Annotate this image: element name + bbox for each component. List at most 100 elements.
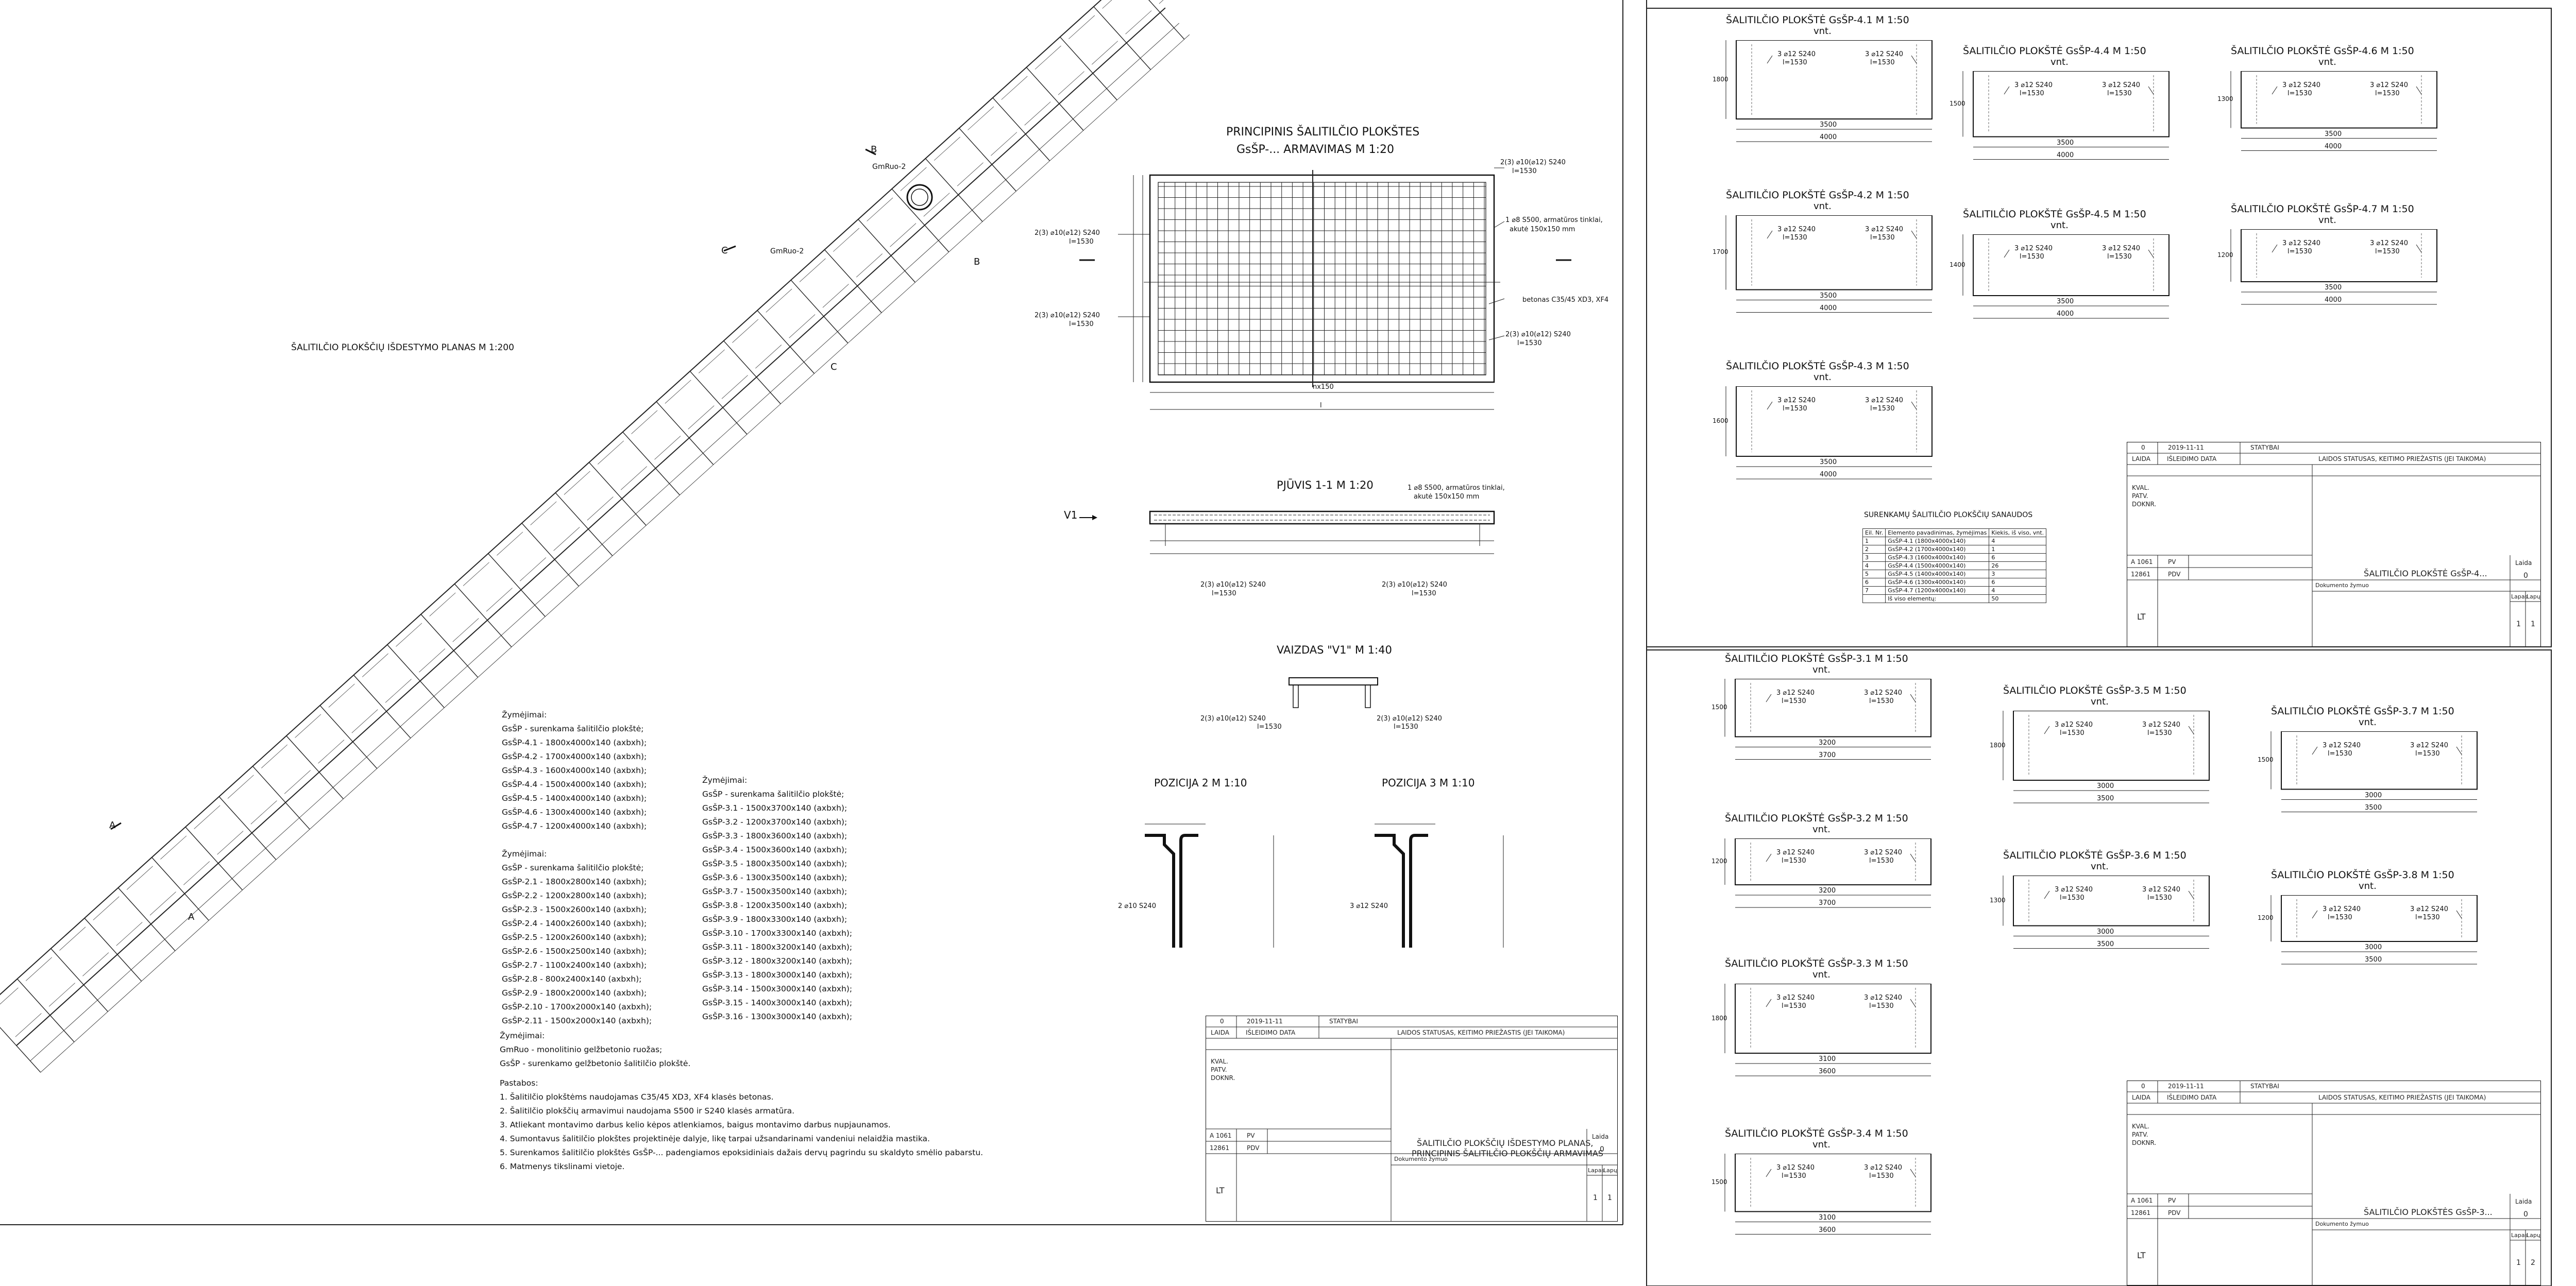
legend-line: GsŠP-3.4 - 1500x3600x140 (axbxh); — [702, 845, 848, 854]
panel-title: ŠALITILČIO PLOKŠTĖ GsŠP-4.4 M 1:50 — [1963, 45, 2146, 57]
qty-cell: GsŠP-4.6 (1300x4000x140) — [1885, 578, 1990, 587]
tb-patv: PATV. — [2132, 1131, 2148, 1138]
tb-laida-val: 0 — [2523, 572, 2528, 580]
qty-cell: 2 — [1862, 545, 1886, 554]
legend-group-4: Žymėjimai: GsŠP - surenkama šalitilčio p… — [502, 708, 647, 833]
view-mark-v1: V1 — [1064, 509, 1078, 521]
qty-cell: 6 — [1989, 578, 2047, 587]
panel-rebar-length: l=1530 — [1870, 59, 1895, 66]
rebar-callout-1: 2(3) ⌀10(⌀12) S240 — [1500, 159, 1566, 166]
panel-rebar-label: 3 ⌀12 S240 — [1865, 226, 1903, 233]
legend-line: GsŠP - surenkama šalitilčio plokštė; — [702, 790, 844, 799]
panel-rebar-length: l=1530 — [2415, 750, 2440, 758]
panel-total-dim: 4000 — [2325, 296, 2342, 304]
rebar-callout-4: 2(3) ⌀10(⌀12) S240 — [1035, 312, 1100, 319]
qty-cell — [1862, 594, 1886, 603]
view-callout-a2: l=1530 — [1257, 723, 1282, 731]
panel-total-dim: 4000 — [2057, 310, 2074, 318]
rebar-title-1: PRINCIPINIS ŠALITILČIO PLOKŠTES — [1226, 126, 1420, 139]
qty-row: Iš viso elementų:50 — [1862, 594, 2047, 603]
panel-rebar-label: 3 ⌀12 S240 — [2142, 886, 2180, 894]
tb-r1: A 1061 — [2131, 1197, 2153, 1204]
section-callout-bar-b: 2(3) ⌀10(⌀12) S240 — [1382, 581, 1447, 589]
panel-rebar-length: l=1530 — [2060, 729, 2084, 737]
panel-total-dim: 4000 — [2057, 151, 2074, 159]
tb-dokn: DOKNR. — [2132, 1139, 2157, 1146]
tb-status: STATYBAI — [1329, 1018, 1358, 1025]
rebar-callout-3b: l=1530 — [1069, 238, 1094, 246]
legend-line: GsŠP - surenkama šalitilčio plokštė; — [502, 724, 644, 733]
qty-cell: GsŠP-4.7 (1200x4000x140) — [1885, 586, 1990, 595]
panel-total-dim: 4000 — [1820, 304, 1837, 312]
legend-line: GsŠP-3.8 - 1200x3500x140 (axbxh); — [702, 901, 848, 910]
qty-cell: GsŠP-4.2 (1700x4000x140) — [1885, 545, 1990, 554]
panel-width-dim: 3500 — [2057, 298, 2074, 305]
legend-line: GsŠP-4.3 - 1600x4000x140 (axbxh); — [502, 766, 647, 775]
tb-lapas-label: Lapas — [1588, 1167, 1605, 1174]
pos2-title: POZICIJA 2 M 1:10 — [1154, 777, 1247, 789]
tb-lapu-label: Lapų — [1603, 1167, 1617, 1174]
panel-rebar-length: l=1530 — [2375, 248, 2400, 255]
view-callout-a: 2(3) ⌀10(⌀12) S240 — [1200, 715, 1266, 723]
section-mark-b1: B — [871, 144, 877, 155]
tb-r1b: PV — [1247, 1132, 1255, 1139]
panel-outline — [1962, 71, 2170, 160]
panel-title: ŠALITILČIO PLOKŠTĖ GsŠP-4.1 M 1:50 — [1726, 14, 1909, 26]
panel-rebar-label: 3 ⌀12 S240 — [1776, 1164, 1815, 1172]
panel-rebar-label: 3 ⌀12 S240 — [2370, 81, 2408, 89]
qty-cell: 7 — [1862, 586, 1886, 595]
view-callout-b: 2(3) ⌀10(⌀12) S240 — [1377, 715, 1442, 723]
title-block-grid — [1206, 1016, 1618, 1222]
panel-rebar-length: l=1530 — [2287, 90, 2312, 97]
panel-rebar-label: 3 ⌀12 S240 — [2370, 239, 2408, 247]
tb-title: ŠALITILČIO PLOKŠTĖ GsŠP-4... — [2364, 569, 2487, 578]
panel-title: ŠALITILČIO PLOKŠTĖ GsŠP-3.1 M 1:50 — [1725, 653, 1908, 664]
qty-cell: 4 — [1989, 586, 2047, 595]
pos2-label: 2 ⌀10 S240 — [1118, 902, 1156, 910]
rebar-dim-l: l — [1320, 402, 1322, 409]
tb-kval: KVAL. — [2132, 1123, 2150, 1130]
tb-lapu-lbl: Lapų — [2527, 1232, 2540, 1239]
tb-title-2: PRINCIPINIS ŠALITILČIO PLOKŠČIŲ ARMAVIMA… — [1412, 1148, 1603, 1158]
panel-rebar-length: l=1530 — [2328, 750, 2352, 758]
tb-kval: KVAL. — [1211, 1058, 1229, 1065]
tb-lapas-val: 1 — [2516, 1259, 2521, 1267]
tb-r1: A 1061 — [1210, 1132, 1232, 1139]
tb-lt: LT — [1216, 1186, 1225, 1195]
rebar-callout-mesh: 1 ⌀8 S500, armatūros tinklai, — [1505, 216, 1603, 224]
panel-rebar-length: l=1530 — [1869, 857, 1894, 865]
legend-line: GsŠP - surenkama šalitilčio plokštė; — [502, 863, 644, 872]
panel-width-dim: 3200 — [1819, 887, 1836, 895]
section-title: PJŪVIS 1-1 M 1:20 — [1277, 479, 1374, 491]
panel-rebar-length: l=1530 — [2060, 894, 2084, 902]
panel-rebar-label: 3 ⌀12 S240 — [2102, 81, 2140, 89]
panel-title: ŠALITILČIO PLOKŠTĖ GsŠP-3.6 M 1:50 — [2003, 850, 2187, 861]
panel-total-dim: 3500 — [2097, 795, 2114, 802]
legend-line: GsŠP-3.15 - 1400x3000x140 (axbxh); — [702, 998, 853, 1007]
panel-width-dim: 3200 — [1819, 739, 1836, 747]
tb-issue-desc: LAIDOS STATUSAS, KEITIMO PRIEŽASTIS (JEI… — [2318, 455, 2486, 462]
rebar-title-2: GsŠP-... ARMAVIMAS M 1:20 — [1236, 143, 1395, 156]
legend-line: GsŠP-4.5 - 1400x4000x140 (axbxh); — [502, 794, 647, 803]
panel-rebar-label: 3 ⌀12 S240 — [2410, 905, 2448, 913]
legend-line: GsŠP-3.13 - 1800x3000x140 (axbxh); — [702, 970, 853, 980]
section-mark-a1: A — [109, 820, 116, 831]
legend-line: GsŠP-3.1 - 1500x3700x140 (axbxh); — [702, 803, 848, 813]
panel-rebar-label: 3 ⌀12 S240 — [1864, 689, 1902, 697]
panel-rebar-length: l=1530 — [2375, 90, 2400, 97]
legend-line: GsŠP-4.1 - 1800x4000x140 (axbxh); — [502, 738, 647, 747]
tb-issue-desc: LAIDOS STATUSAS, KEITIMO PRIEŽASTIS (JEI… — [1397, 1029, 1565, 1036]
panel-rebar-label: 3 ⌀12 S240 — [2142, 721, 2180, 729]
panel-rebar-label: 3 ⌀12 S240 — [1864, 1164, 1902, 1172]
panel-height-dim: 1600 — [1713, 417, 1728, 424]
panel-rebar-label: 3 ⌀12 S240 — [1865, 397, 1903, 404]
panel-rebar-length: l=1530 — [2107, 253, 2132, 261]
tb-dokn: DOKNR. — [2132, 501, 2157, 508]
tb-patv: PATV. — [2132, 492, 2148, 500]
tb-doc-lbl: Dokumento žymuo — [2315, 1221, 2369, 1227]
panel-rebar-label: 3 ⌀12 S240 — [2282, 239, 2320, 247]
panel-width-dim: 3500 — [1820, 121, 1837, 129]
panel-width-dim: 3000 — [2097, 782, 2114, 790]
